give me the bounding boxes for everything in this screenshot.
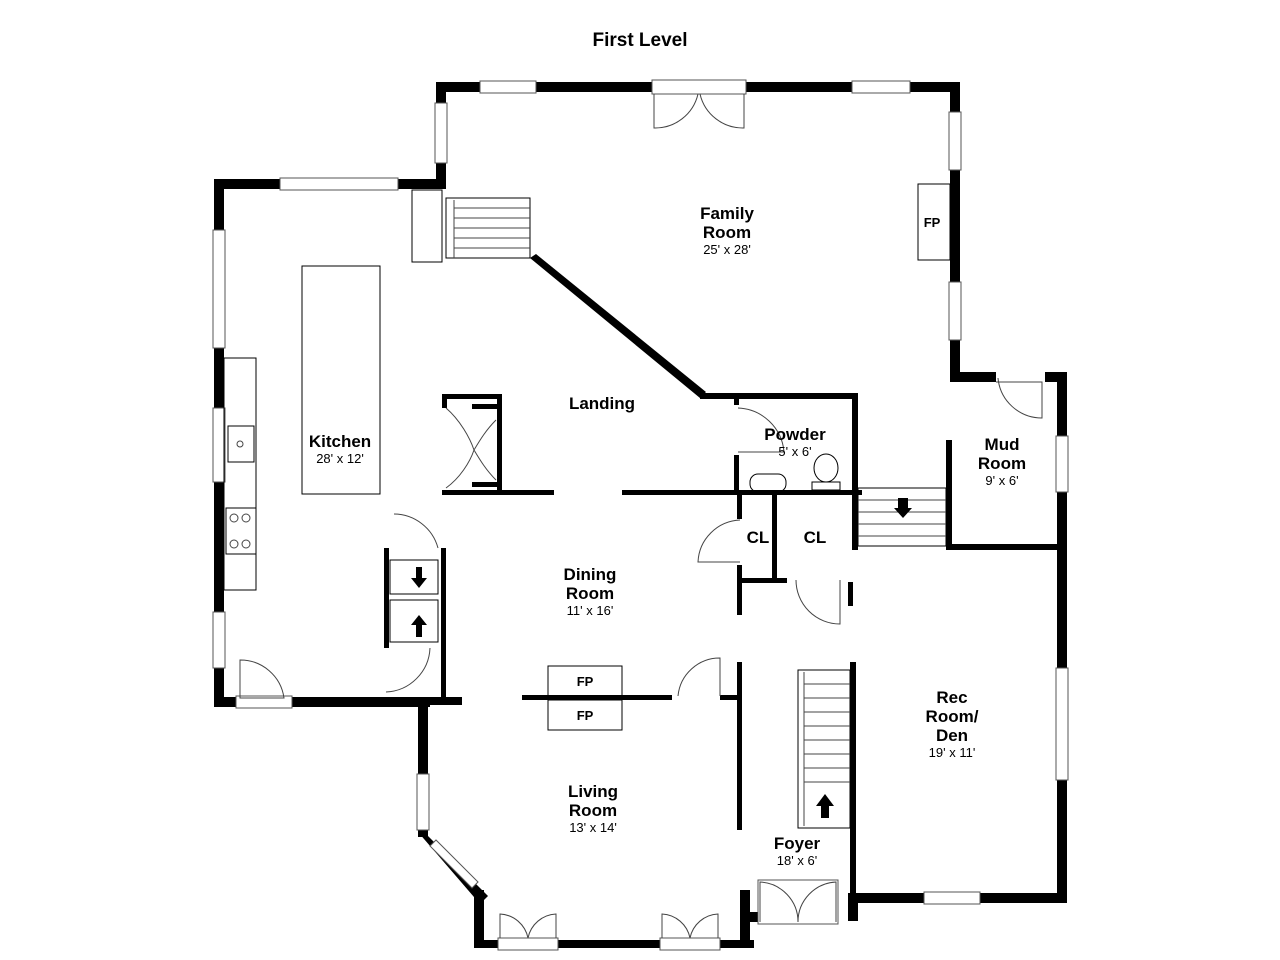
dining-room-name-2: Room [566,584,614,603]
living-room-name-1: Living [568,782,618,801]
living-room-name-2: Room [569,801,617,820]
kitchen-name: Kitchen [309,432,371,451]
dining-room-name-1: Dining [564,565,617,584]
kitchen-size: 28' x 12' [316,451,364,466]
closet-2-name: CL [804,528,827,547]
mud-room-size: 9' x 6' [985,473,1018,488]
dining-room-size: 11' x 16' [567,603,614,618]
stairs [389,189,947,829]
powder-size: 5' x 6' [778,444,811,459]
rec-room-name-1: Rec [936,688,967,707]
rec-room-size: 19' x 11' [929,745,976,760]
family-room-name-2: Room [703,223,751,242]
landing-name: Landing [569,394,635,413]
walls [214,82,1067,948]
windows [212,80,1069,905]
dining-fireplace-label: FP [577,674,594,689]
living-room-size: 13' x 14' [569,820,617,835]
family-room-size: 25' x 28' [703,242,751,257]
room-labels: Family Room 25' x 28' FP Kitchen 28' x 1… [309,204,1026,868]
mud-room-name-2: Room [978,454,1026,473]
foyer-name: Foyer [774,834,821,853]
family-room-fireplace-label: FP [924,215,941,230]
closet-1-name: CL [747,528,770,547]
powder-name: Powder [764,425,826,444]
family-room-name-1: Family [700,204,754,223]
foyer-size: 18' x 6' [777,853,817,868]
rec-room-name-2: Room/ [926,707,979,726]
doors [239,79,1043,951]
mud-room-name-1: Mud [985,435,1020,454]
plan-title: First Level [592,30,688,51]
living-fireplace-label: FP [577,708,594,723]
rec-room-name-3: Den [936,726,968,745]
fixtures [223,183,951,731]
